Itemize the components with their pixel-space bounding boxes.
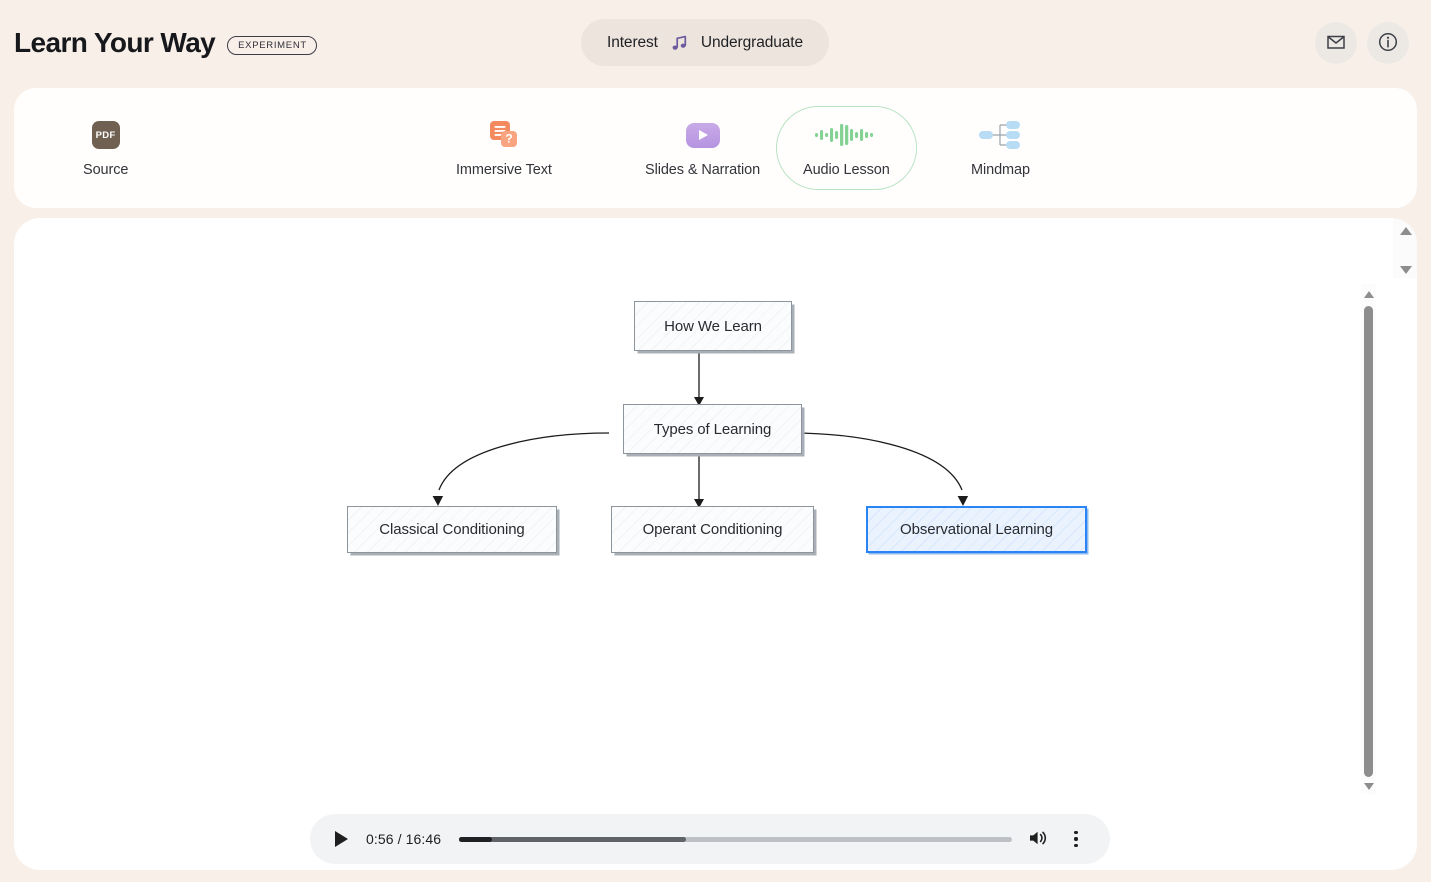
scroll-up-icon[interactable]	[1364, 291, 1374, 298]
app-header: Learn Your Way EXPERIMENT Interest Under…	[0, 0, 1431, 86]
header-actions	[1315, 22, 1409, 64]
page-scrollbar[interactable]	[1393, 218, 1417, 278]
mindmap-node-observational[interactable]: Observational Learning	[866, 506, 1087, 553]
page-scroll-down-icon[interactable]	[1400, 266, 1412, 274]
brand: Learn Your Way EXPERIMENT	[14, 26, 317, 60]
play-video-icon	[685, 117, 720, 153]
tab-slides-narration[interactable]: Slides & Narration	[618, 106, 787, 190]
waveform-icon	[815, 117, 877, 153]
tab-immersive-text-label: Immersive Text	[456, 162, 552, 178]
volume-icon	[1028, 829, 1048, 850]
mode-interest-label: Interest	[607, 33, 658, 51]
tab-source[interactable]: PDF Source	[56, 106, 155, 190]
mode-tabbar: PDF Source ? Immersive Text	[14, 88, 1417, 208]
cards-question-icon: ?	[487, 117, 521, 153]
audio-player: 0:56 / 16:46	[310, 814, 1110, 864]
music-note-icon	[671, 34, 688, 52]
tab-immersive-text[interactable]: ? Immersive Text	[429, 106, 579, 190]
mindmap-scrollbar-thumb[interactable]	[1364, 306, 1373, 777]
tab-mindmap[interactable]: Mindmap	[944, 106, 1057, 190]
info-icon	[1377, 31, 1399, 56]
mindmap-node-label: Classical Conditioning	[379, 521, 525, 538]
pdf-icon: PDF	[91, 117, 120, 153]
play-icon	[334, 831, 348, 847]
scroll-down-icon[interactable]	[1364, 783, 1374, 790]
experiment-badge: EXPERIMENT	[227, 35, 317, 55]
mindmap-node-types[interactable]: Types of Learning	[623, 404, 802, 454]
volume-button[interactable]	[1026, 827, 1050, 851]
mail-icon-button[interactable]	[1315, 22, 1357, 64]
mindmap-node-root[interactable]: How We Learn	[634, 301, 792, 351]
more-dot-icon	[1074, 843, 1078, 848]
page-title: Learn Your Way	[14, 27, 216, 58]
mindmap-node-classical[interactable]: Classical Conditioning	[347, 506, 557, 553]
tab-mindmap-label: Mindmap	[971, 162, 1030, 178]
progress-buffered	[459, 836, 686, 842]
more-dot-icon	[1074, 830, 1078, 835]
page-scroll-up-icon[interactable]	[1400, 227, 1412, 235]
tab-audio-lesson-label: Audio Lesson	[803, 162, 890, 178]
mindmap-canvas[interactable]: How We Learn Types of Learning Classical…	[14, 218, 1417, 870]
tab-source-label: Source	[83, 162, 129, 178]
content-panel: How We Learn Types of Learning Classical…	[14, 218, 1417, 870]
mindmap-node-label: Operant Conditioning	[642, 521, 783, 538]
progress-played	[459, 836, 493, 842]
mindmap-scrollbar[interactable]	[1361, 284, 1376, 794]
tab-audio-lesson[interactable]: Audio Lesson	[776, 106, 917, 190]
info-icon-button[interactable]	[1367, 22, 1409, 64]
mindmap-node-label: How We Learn	[664, 317, 762, 335]
more-dot-icon	[1074, 837, 1078, 841]
mode-pill[interactable]: Interest Undergraduate	[581, 19, 830, 66]
svg-text:?: ?	[505, 132, 512, 146]
mindmap-edges	[432, 350, 969, 508]
more-options-button[interactable]	[1064, 827, 1088, 851]
mindmap-node-label: Observational Learning	[900, 521, 1053, 538]
player-time: 0:56 / 16:46	[366, 831, 442, 847]
tab-slides-narration-label: Slides & Narration	[645, 162, 761, 178]
mindmap-icon	[977, 117, 1023, 153]
mail-icon	[1326, 32, 1346, 55]
mindmap-node-operant[interactable]: Operant Conditioning	[611, 506, 814, 553]
play-button[interactable]	[330, 828, 352, 850]
mode-level-label: Undergraduate	[700, 33, 804, 51]
progress-slider[interactable]	[459, 836, 1012, 842]
mindmap-node-label: Types of Learning	[653, 420, 772, 438]
progress-track	[459, 836, 1012, 842]
